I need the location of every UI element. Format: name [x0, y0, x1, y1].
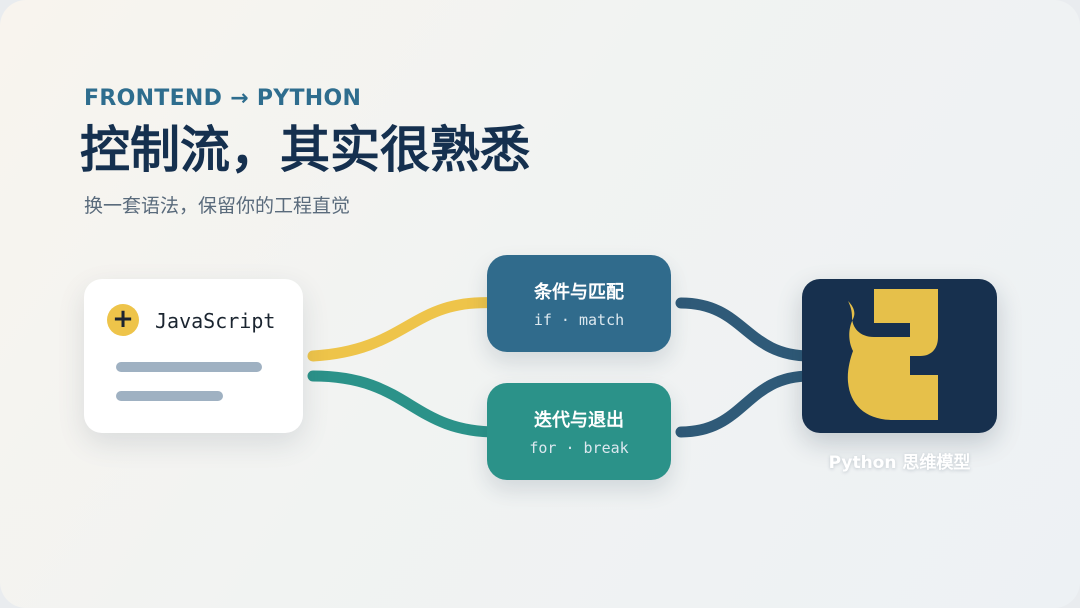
link-iteration-to-python	[675, 370, 816, 438]
python-logo-icon	[847, 289, 938, 420]
step-conditions-card: 条件与匹配 if · match	[487, 255, 671, 352]
plus-icon: +	[107, 304, 139, 336]
page-subtitle: 换一套语法，保留你的工程直觉	[84, 195, 351, 217]
step-title: 条件与匹配	[534, 282, 624, 303]
step-code: if · match	[533, 311, 625, 329]
step-title: 迭代与退出	[534, 410, 624, 431]
javascript-card: + JavaScript	[84, 279, 303, 433]
eyebrow-label: FRONTEND → PYTHON	[84, 86, 362, 111]
link-js-to-iteration	[307, 370, 503, 438]
step-iteration-card: 迭代与退出 for · break	[487, 383, 671, 480]
javascript-label: JavaScript	[155, 309, 276, 333]
code-line-placeholder	[116, 362, 262, 372]
python-caption: Python 思维模型	[828, 453, 971, 473]
python-card	[802, 279, 997, 433]
page-title: 控制流，其实很熟悉	[80, 121, 530, 179]
code-line-placeholder	[116, 391, 223, 401]
link-conditions-to-python	[675, 297, 816, 362]
step-code: for · break	[529, 439, 629, 457]
link-js-to-conditions	[307, 297, 503, 362]
